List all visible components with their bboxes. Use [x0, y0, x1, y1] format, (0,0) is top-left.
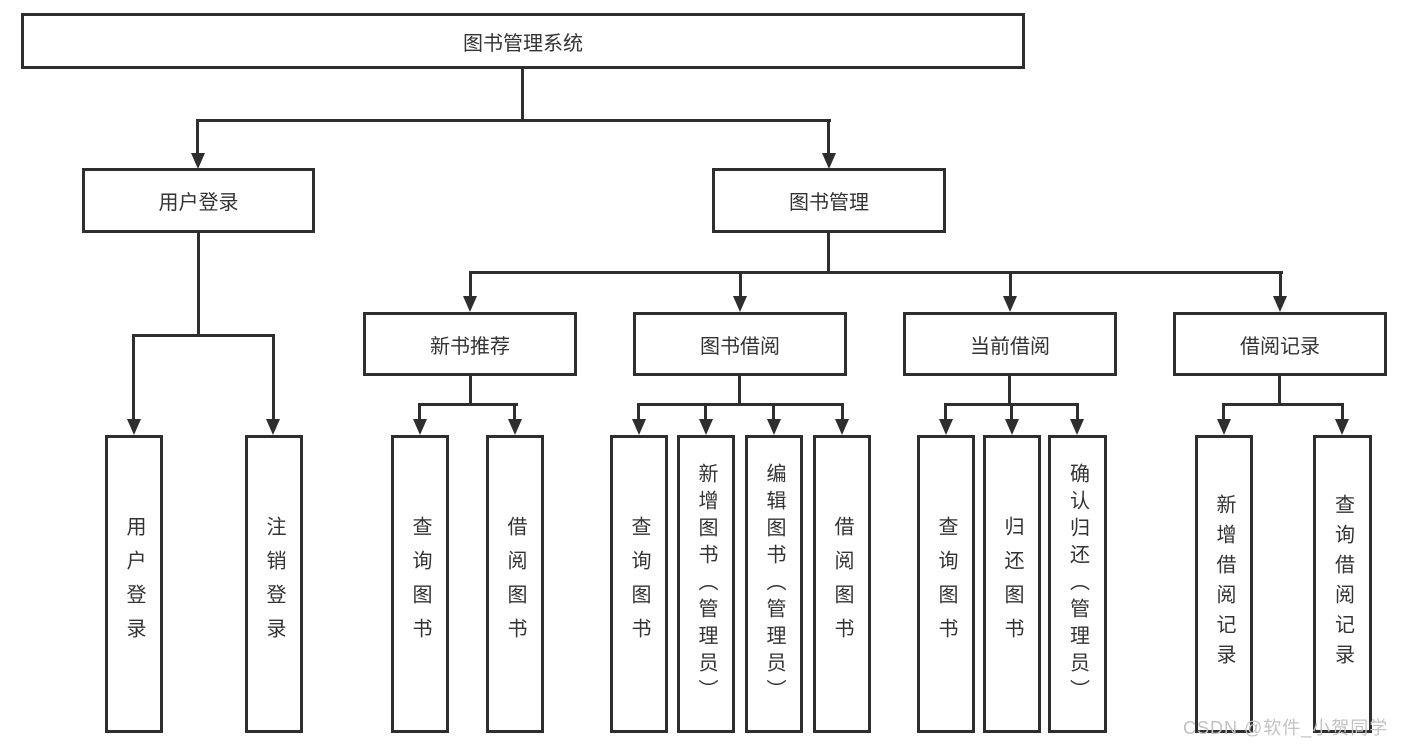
connector-userlogin-stub: [197, 233, 200, 337]
connector-bookmgmt-stem2: [739, 271, 742, 296]
arrow-down-icon: [1005, 419, 1019, 435]
node-new-book-recommend: 新书推荐: [363, 312, 577, 376]
leaf-current-return-label: 归还图书: [1001, 516, 1023, 652]
node-current-borrow-label: 当前借阅: [970, 335, 1050, 358]
arrow-down-icon: [835, 419, 849, 435]
arrow-down-icon: [1335, 419, 1349, 435]
leaf-record-add: 新增借阅记录: [1195, 435, 1253, 733]
leaf-newbook-borrow: 借阅图书: [486, 435, 544, 733]
leaf-newbook-query-label: 查询图书: [409, 516, 431, 652]
arrow-down-icon: [939, 419, 953, 435]
leaf-current-query: 查询图书: [917, 435, 975, 733]
connector-records-stem1: [1222, 403, 1225, 419]
connector-bookborrow-stem2: [704, 403, 707, 419]
leaf-record-query-label: 查询借阅记录: [1331, 494, 1354, 674]
arrow-down-icon: [127, 419, 141, 435]
node-borrow-records-label: 借阅记录: [1240, 335, 1320, 358]
connector-bookmgmt-stub: [827, 233, 830, 274]
arrow-down-icon: [508, 419, 522, 435]
arrow-down-icon: [191, 153, 205, 169]
arrow-down-icon: [1217, 419, 1231, 435]
connector-userlogin-bus: [132, 334, 275, 337]
leaf-current-confirm-admin: 确认归还（管理员）: [1048, 435, 1107, 733]
connector-bookmgmt-stem3: [1009, 271, 1012, 296]
node-book-borrow: 图书借阅: [633, 312, 847, 376]
arrow-down-icon: [733, 296, 747, 312]
connector-bookmgmt-stem4: [1279, 271, 1282, 296]
node-current-borrow: 当前借阅: [903, 312, 1117, 376]
connector-current-stem3: [1076, 403, 1079, 419]
connector-bookmgmt-bus: [469, 271, 1283, 274]
leaf-borrow-add-admin-label: 新增图书（管理员）: [695, 462, 717, 706]
connector-newbooks-stub: [469, 376, 472, 406]
leaf-newbook-borrow-label: 借阅图书: [504, 516, 526, 652]
connector-root-bus: [196, 119, 831, 122]
arrow-down-icon: [822, 153, 836, 169]
leaf-logout: 注销登录: [245, 435, 303, 733]
connector-current-stem2: [1010, 403, 1013, 419]
leaf-borrow-borrow-label: 借阅图书: [831, 516, 853, 652]
connector-newbooks-stem1: [418, 403, 421, 419]
connector-bookborrow-stem3: [772, 403, 775, 419]
node-user-login-label: 用户登录: [158, 192, 239, 214]
leaf-newbook-query: 查询图书: [391, 435, 449, 733]
watermark-text: CSDN @软件_小贺同学: [1183, 718, 1389, 738]
connector-records-bus: [1222, 403, 1344, 406]
connector-bookborrow-stem1: [637, 403, 640, 419]
connector-root-stub: [521, 68, 524, 122]
arrow-down-icon: [767, 419, 781, 435]
connector-bookborrow-stub: [738, 376, 741, 406]
leaf-borrow-query: 查询图书: [610, 435, 668, 733]
leaf-borrow-edit-admin-label: 编辑图书（管理员）: [763, 462, 785, 706]
connector-bookmgmt-stem1: [469, 271, 472, 296]
connector-bookborrow-bus: [637, 403, 844, 406]
node-user-login: 用户登录: [82, 168, 315, 233]
connector-userlogin-stem2: [272, 334, 275, 419]
leaf-borrow-query-label: 查询图书: [628, 516, 650, 652]
arrow-down-icon: [699, 419, 713, 435]
connector-records-stem2: [1341, 403, 1344, 419]
connector-bookborrow-stem4: [841, 403, 844, 419]
leaf-current-confirm-admin-label: 确认归还（管理员）: [1066, 462, 1089, 706]
leaf-current-return: 归还图书: [983, 435, 1041, 733]
arrow-down-icon: [266, 419, 280, 435]
arrow-down-icon: [1003, 296, 1017, 312]
leaf-record-add-label: 新增借阅记录: [1213, 494, 1235, 674]
node-root: 图书管理系统: [21, 13, 1025, 69]
node-book-management-label: 图书管理: [789, 192, 869, 214]
connector-newbooks-bus: [418, 403, 518, 406]
connector-current-stem1: [944, 403, 947, 419]
connector-userlogin-stem1: [132, 334, 135, 419]
leaf-logout-label: 注销登录: [263, 516, 285, 652]
arrow-down-icon: [1273, 296, 1287, 312]
connector-root-stem-left: [196, 119, 199, 153]
leaf-user-login-label: 用户登录: [123, 516, 145, 652]
connector-newbooks-stem2: [513, 403, 516, 419]
arrow-down-icon: [632, 419, 646, 435]
connector-current-stub: [1008, 376, 1011, 406]
node-book-management: 图书管理: [712, 168, 946, 233]
node-book-borrow-label: 图书借阅: [700, 335, 780, 358]
leaf-user-login: 用户登录: [105, 435, 163, 733]
arrow-down-icon: [463, 296, 477, 312]
leaf-borrow-add-admin: 新增图书（管理员）: [677, 435, 735, 733]
arrow-down-icon: [1070, 419, 1084, 435]
node-new-book-recommend-label: 新书推荐: [430, 335, 510, 358]
leaf-borrow-borrow: 借阅图书: [813, 435, 871, 733]
connector-records-stub: [1278, 376, 1281, 406]
arrow-down-icon: [413, 419, 427, 435]
leaf-current-query-label: 查询图书: [935, 516, 957, 652]
node-root-label: 图书管理系统: [463, 32, 583, 55]
leaf-borrow-edit-admin: 编辑图书（管理员）: [745, 435, 803, 733]
connector-root-stem-right: [827, 119, 830, 153]
leaf-record-query: 查询借阅记录: [1313, 435, 1372, 733]
node-borrow-records: 借阅记录: [1173, 312, 1387, 376]
